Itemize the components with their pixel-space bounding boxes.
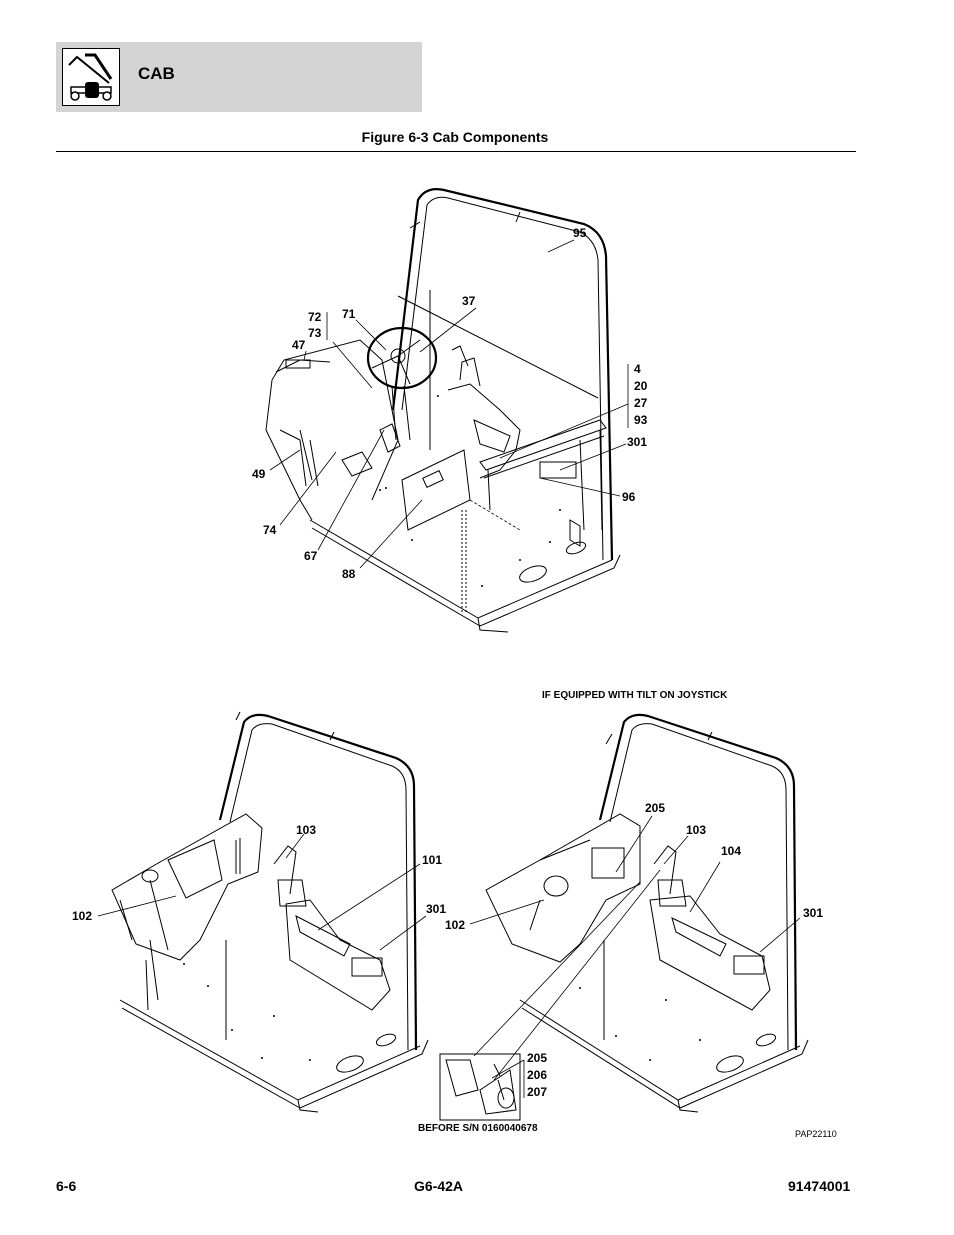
callout-label: 93 xyxy=(634,413,648,427)
callout-label: 207 xyxy=(527,1085,547,1099)
bottom-left-cab-drawing xyxy=(97,711,429,1113)
callout-label: 73 xyxy=(308,326,322,340)
page-number: 6-6 xyxy=(56,1178,77,1194)
callout-label: 27 xyxy=(634,396,648,410)
before-serial-note: BEFORE S/N 0160040678 xyxy=(418,1123,538,1134)
callout-label: 47 xyxy=(292,338,306,352)
header-divider xyxy=(56,151,856,152)
callout-label: 74 xyxy=(263,523,277,537)
figure-title: Figure 6-3 Cab Components xyxy=(361,129,549,145)
callout-label: 96 xyxy=(622,490,636,504)
inset-detail xyxy=(439,1053,525,1121)
callout-label: 95 xyxy=(573,226,587,240)
callout-labels: 95 37 71 72 73 47 4 20 27 93 301 96 49 7… xyxy=(72,226,823,1099)
callout-label: 104 xyxy=(721,844,741,858)
model-number: G6-42A xyxy=(414,1178,464,1194)
callout-label: 301 xyxy=(627,435,647,449)
drawing-id: PAP22110 xyxy=(795,1129,837,1139)
section-title: CAB xyxy=(138,64,175,83)
callout-label: 49 xyxy=(252,467,266,481)
callout-label: 301 xyxy=(803,906,823,920)
callout-label: 205 xyxy=(645,801,665,815)
callout-label: 20 xyxy=(634,379,648,393)
document-number: 91474001 xyxy=(788,1178,851,1194)
callout-label: 103 xyxy=(686,823,706,837)
callout-label: 102 xyxy=(445,918,465,932)
telehandler-icon xyxy=(62,48,120,106)
callout-label: 72 xyxy=(308,310,322,324)
callout-label: 205 xyxy=(527,1051,547,1065)
top-cab-drawing xyxy=(265,188,629,633)
tilt-note: IF EQUIPPED WITH TILT ON JOYSTICK xyxy=(542,690,728,701)
callout-label: 102 xyxy=(72,909,92,923)
callout-label: 103 xyxy=(296,823,316,837)
callout-label: 88 xyxy=(342,567,356,581)
callout-label: 4 xyxy=(634,362,641,376)
callout-label: 37 xyxy=(462,294,476,308)
bottom-right-cab-drawing xyxy=(469,713,809,1113)
callout-label: 101 xyxy=(422,853,442,867)
callout-label: 206 xyxy=(527,1068,547,1082)
callout-label: 67 xyxy=(304,549,318,563)
callout-label: 71 xyxy=(342,307,356,321)
callout-label: 301 xyxy=(426,902,446,916)
